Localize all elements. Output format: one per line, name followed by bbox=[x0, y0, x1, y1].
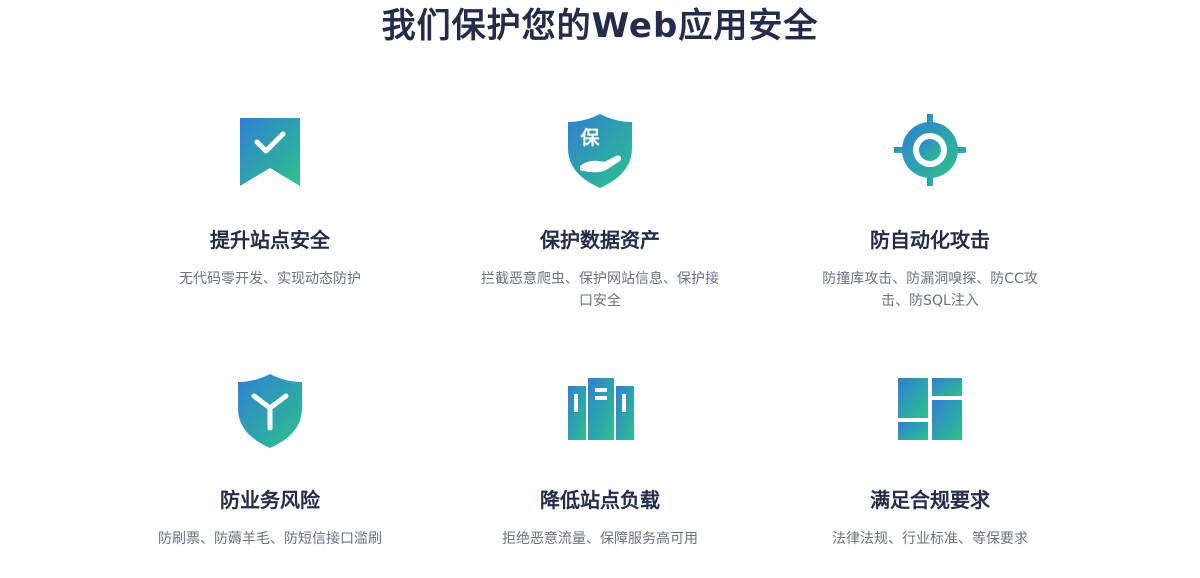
layout-icon bbox=[898, 378, 962, 440]
feature-title: 满足合规要求 bbox=[870, 488, 990, 512]
shield-y-icon bbox=[238, 374, 302, 448]
page-title: 我们保护您的Web应用安全 bbox=[381, 6, 819, 46]
shield-glyph: 保 bbox=[579, 126, 600, 149]
feature-title: 防自动化攻击 bbox=[870, 228, 990, 252]
server-icon bbox=[568, 378, 634, 440]
feature-desc: 法律法规、行业标准、等保要求 bbox=[832, 531, 1028, 547]
feature-desc: 拦截恶意爬虫、保护网站信息、保护接口安全 bbox=[481, 271, 719, 309]
feature-desc: 防撞库攻击、防漏洞嗅探、防CC攻击、防SQL注入 bbox=[822, 271, 1038, 309]
feature-card-site-security: 提升站点安全 无代码零开发、实现动态防护 bbox=[120, 110, 420, 290]
feature-card-anti-automation: 防自动化攻击 防撞库攻击、防漏洞嗅探、防CC攻击、防SQL注入 bbox=[780, 110, 1080, 312]
target-icon bbox=[894, 114, 966, 186]
shield-hand-icon: 保 bbox=[568, 114, 632, 188]
feature-desc: 防刷票、防薅羊毛、防短信接口滥刷 bbox=[158, 531, 382, 547]
feature-desc: 无代码零开发、实现动态防护 bbox=[179, 271, 361, 287]
feature-title: 提升站点安全 bbox=[210, 228, 330, 252]
bookmark-check-icon bbox=[240, 118, 300, 186]
feature-card-reduce-load: 降低站点负载 拒绝恶意流量、保障服务高可用 bbox=[450, 370, 750, 550]
feature-title: 保护数据资产 bbox=[540, 228, 660, 252]
feature-card-data-assets: 保 保护数据资产 拦截恶意爬虫、保护网站信息、保护接口安全 bbox=[450, 110, 750, 312]
feature-card-compliance: 满足合规要求 法律法规、行业标准、等保要求 bbox=[780, 370, 1080, 550]
feature-card-business-risk: 防业务风险 防刷票、防薅羊毛、防短信接口滥刷 bbox=[120, 370, 420, 550]
feature-grid: 提升站点安全 无代码零开发、实现动态防护 保 保护数据资产 拦截恶意爬虫、保护网… bbox=[0, 110, 1200, 578]
feature-title: 降低站点负载 bbox=[540, 488, 660, 512]
feature-desc: 拒绝恶意流量、保障服务高可用 bbox=[502, 531, 698, 547]
feature-title: 防业务风险 bbox=[220, 488, 320, 512]
